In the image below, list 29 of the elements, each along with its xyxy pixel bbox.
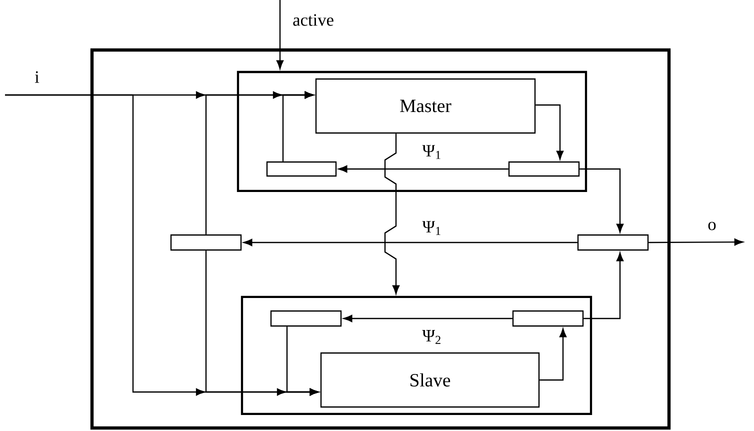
process-box: Slave (320, 352, 540, 408)
small-box (270, 310, 342, 327)
arrow (276, 0, 284, 70)
process-box: Master (315, 78, 536, 134)
group-box (240, 296, 592, 416)
small-box (577, 234, 649, 251)
arrow (540, 328, 567, 381)
edge-label: o (706, 220, 718, 232)
arrow (648, 238, 744, 246)
edge-label: active (291, 12, 336, 28)
arrow (196, 91, 314, 234)
edge-label: Ψ$_{2}$ (420, 328, 444, 346)
arrow (243, 238, 578, 246)
arrow (384, 134, 400, 294)
system-box (90, 48, 671, 430)
arrow (343, 314, 512, 322)
arrow (536, 104, 564, 160)
edge-label: Ψ$_{1}$ (420, 144, 444, 160)
arrow (276, 326, 319, 396)
edge-label: i (33, 70, 41, 84)
edge-label: Ψ$_{1}$ (420, 220, 444, 236)
group-box (236, 70, 588, 192)
arrow (580, 168, 624, 233)
small-box (508, 161, 580, 177)
arrow (338, 165, 508, 173)
small-box (512, 310, 584, 327)
arrow (584, 252, 624, 320)
small-box (170, 234, 242, 251)
small-box (266, 161, 337, 177)
